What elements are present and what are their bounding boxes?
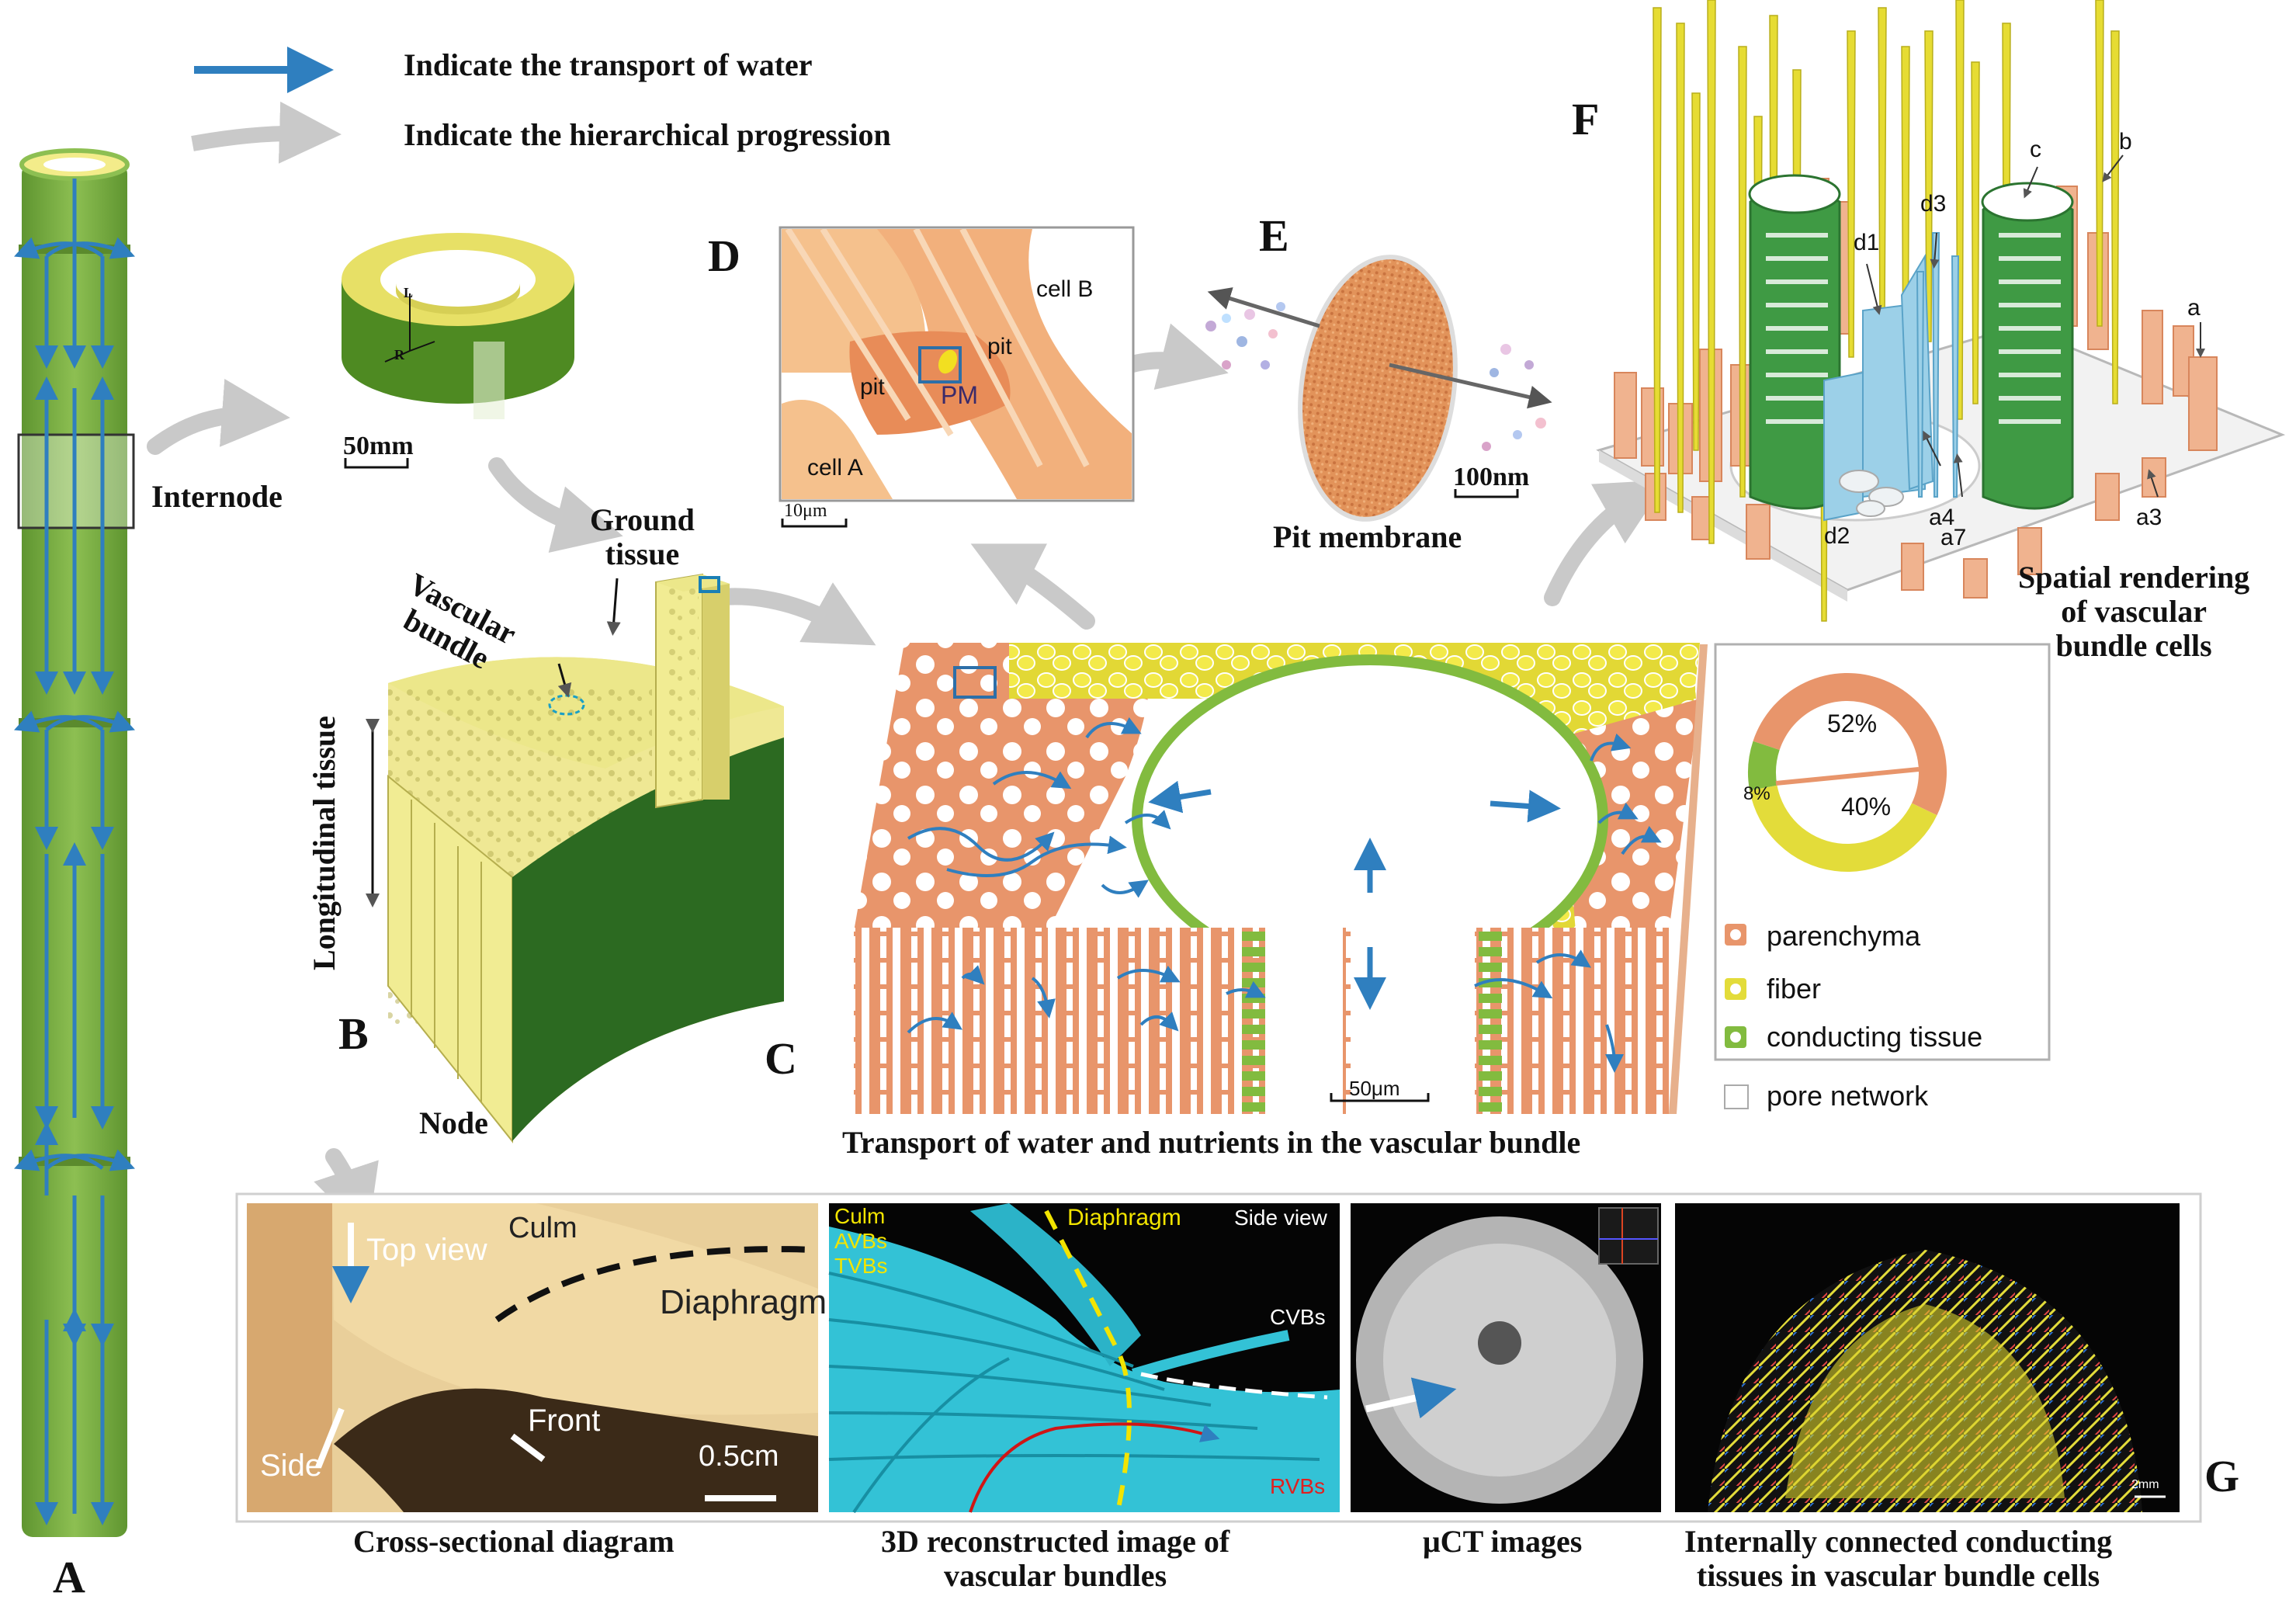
photo4-scale-label: 2mm xyxy=(2131,1478,2159,1491)
legend-progression-text: Indicate the hierarchical progression xyxy=(404,117,891,152)
pie-slice-parenchyma xyxy=(1753,673,1947,816)
photo1-culm-label: Culm xyxy=(508,1212,577,1244)
g-caption-3d-reconstruction: 3D reconstructed image of vascular bundl… xyxy=(881,1524,1230,1593)
ground-tissue-label: Ground tissue xyxy=(590,502,695,571)
f-mark-d1: d1 xyxy=(1854,230,1880,255)
panel-letter-f: F xyxy=(1572,94,1600,144)
pie-label-8: 8% xyxy=(1743,783,1771,804)
photo1-diaphragm-label: Diaphragm xyxy=(660,1283,827,1321)
f-mark-c: c xyxy=(2030,137,2041,162)
longitudinal-tissue-label: Longitudinal tissue xyxy=(307,716,342,970)
panel-letter-b: B xyxy=(338,1008,369,1059)
photo2-cvbs-label: CVBs xyxy=(1270,1305,1326,1329)
e-scale-label: 100nm xyxy=(1453,463,1530,491)
panel-letter-a: A xyxy=(53,1552,85,1602)
legend-conducting-tissue: conducting tissue xyxy=(1767,1021,1983,1053)
legend-parenchyma: parenchyma xyxy=(1767,920,1921,952)
photo1-scale-label: 0.5cm xyxy=(699,1440,779,1473)
g-caption-cross-sectional: Cross-sectional diagram xyxy=(353,1524,675,1559)
pm-label: PM xyxy=(941,381,978,409)
cell-b-label: cell B xyxy=(1036,276,1094,302)
internode-label: Internode xyxy=(151,479,283,514)
c-scale-label: 50μm xyxy=(1349,1077,1400,1100)
pit-left-label: pit xyxy=(860,374,885,400)
f-mark-a: a xyxy=(2187,295,2201,321)
axis-r-label: R xyxy=(394,347,404,363)
f-mark-d3: d3 xyxy=(1920,191,1947,217)
f-mark-d2: d2 xyxy=(1824,523,1850,549)
f-mark-a4: a4 xyxy=(1929,505,1955,530)
f-mark-a3: a3 xyxy=(2136,505,2162,530)
pit-membrane-caption: Pit membrane xyxy=(1273,519,1462,554)
d-scale-label: 10μm xyxy=(784,501,827,521)
photo1-top-view-label: Top view xyxy=(366,1233,487,1267)
photo2-rvbs-label: RVBs xyxy=(1270,1474,1326,1498)
axis-l-label: L xyxy=(404,285,414,300)
pie-slice-conducting-tissue xyxy=(1748,741,1780,791)
legend-fiber: fiber xyxy=(1767,973,1822,1005)
f-mark-b: b xyxy=(2119,129,2132,154)
panel-letter-g: G xyxy=(2204,1451,2240,1501)
pie-slice-fiber xyxy=(1750,785,1937,872)
legend-water-text: Indicate the transport of water xyxy=(404,47,813,82)
pit-right-label: pit xyxy=(987,334,1012,359)
f-mark-a7: a7 xyxy=(1940,525,1967,550)
transport-caption: Transport of water and nutrients in the … xyxy=(842,1125,1581,1160)
ring-scale-label: 50mm xyxy=(343,432,414,460)
photo2-diaphragm-label: Diaphragm xyxy=(1067,1205,1181,1230)
pie-label-40: 40% xyxy=(1841,793,1892,821)
photo2-culm-label: Culm xyxy=(834,1204,886,1228)
photo2-side-view-label: Side view xyxy=(1234,1206,1327,1230)
panel-letter-e: E xyxy=(1259,210,1289,261)
spatial-rendering-caption: Spatial rendering of vascular bundle cel… xyxy=(2018,560,2250,663)
pie-divider-line xyxy=(1775,767,1920,786)
panel-letter-d: D xyxy=(708,231,740,281)
pie-label-52: 52% xyxy=(1827,710,1878,737)
legend-pore-network: pore network xyxy=(1767,1080,1929,1112)
photo2-avbs-label: AVBs xyxy=(834,1229,887,1253)
photo2-tvbs-label: TVBs xyxy=(834,1254,888,1278)
photo1-side-label: Side xyxy=(260,1449,323,1483)
cell-a-label: cell A xyxy=(807,455,863,481)
g-caption-connected-tissues: Internally connected conducting tissues … xyxy=(1684,1524,2113,1593)
g-caption-uct: μCT images xyxy=(1423,1524,1583,1559)
composition-pie-chart xyxy=(1748,673,1947,872)
node-label: Node xyxy=(419,1105,488,1140)
panel-letter-c: C xyxy=(765,1033,797,1084)
photo1-front-label: Front xyxy=(528,1404,601,1438)
